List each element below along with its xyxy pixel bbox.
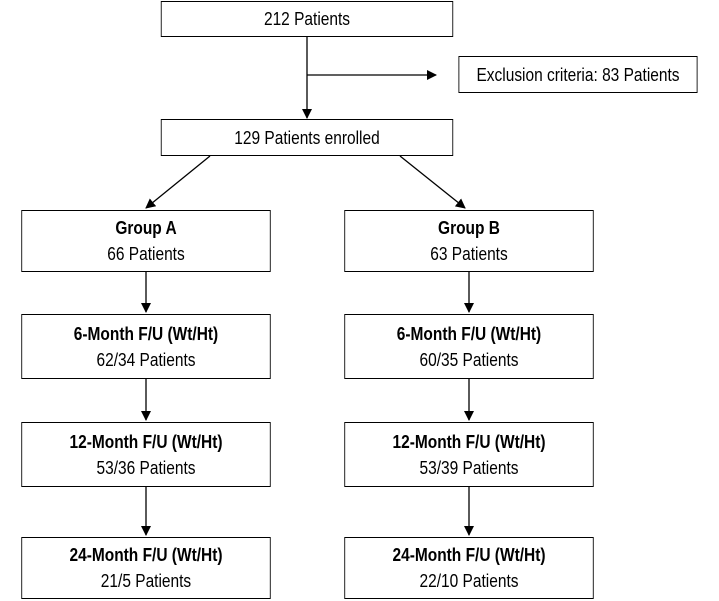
group-b-title: Group B (438, 218, 500, 238)
group-a-6m-box: 6-Month F/U (Wt/Ht) 62/34 Patients (21, 314, 271, 379)
group-b-24m-box: 24-Month F/U (Wt/Ht) 22/10 Patients (344, 537, 594, 599)
arrow-enrolled-to-group-a (145, 155, 211, 209)
group-b-12m-count: 53/39 Patients (419, 457, 519, 478)
arrow-enrolled-to-group-b (399, 155, 466, 209)
group-b-6m-box: 6-Month F/U (Wt/Ht) 60/35 Patients (344, 314, 594, 379)
group-a-box: Group A 66 Patients (21, 210, 271, 272)
group-b-24m-title: 24-Month F/U (Wt/Ht) (392, 545, 546, 565)
screened-label: 212 Patients (263, 9, 351, 29)
group-a-12m-title: 12-Month F/U (Wt/Ht) (69, 431, 223, 452)
group-a-6m-title: 6-Month F/U (Wt/Ht) (73, 323, 219, 344)
group-b-6m-title: 6-Month F/U (Wt/Ht) (396, 323, 542, 344)
enrolled-box: 129 Patients enrolled (160, 119, 454, 156)
group-b-12m-title: 12-Month F/U (Wt/Ht) (392, 431, 546, 452)
group-a-count: 66 Patients (107, 244, 185, 264)
enrolled-label: 129 Patients enrolled (234, 127, 380, 148)
group-b-6m-count: 60/35 Patients (419, 349, 519, 370)
group-a-12m-box: 12-Month F/U (Wt/Ht) 53/36 Patients (21, 422, 271, 487)
screened-box: 212 Patients (160, 1, 454, 37)
exclusion-label: Exclusion criteria: 83 Patients (476, 64, 680, 85)
group-a-24m-title: 24-Month F/U (Wt/Ht) (69, 545, 223, 565)
group-b-count: 63 Patients (430, 244, 508, 264)
exclusion-box: Exclusion criteria: 83 Patients (458, 56, 698, 93)
group-b-box: Group B 63 Patients (344, 210, 594, 272)
group-a-12m-count: 53/36 Patients (96, 457, 196, 478)
group-b-24m-count: 22/10 Patients (419, 571, 519, 591)
group-a-title: Group A (115, 218, 177, 238)
group-a-6m-count: 62/34 Patients (96, 349, 196, 370)
group-a-24m-box: 24-Month F/U (Wt/Ht) 21/5 Patients (21, 537, 271, 599)
group-b-12m-box: 12-Month F/U (Wt/Ht) 53/39 Patients (344, 422, 594, 487)
group-a-24m-count: 21/5 Patients (100, 571, 192, 591)
